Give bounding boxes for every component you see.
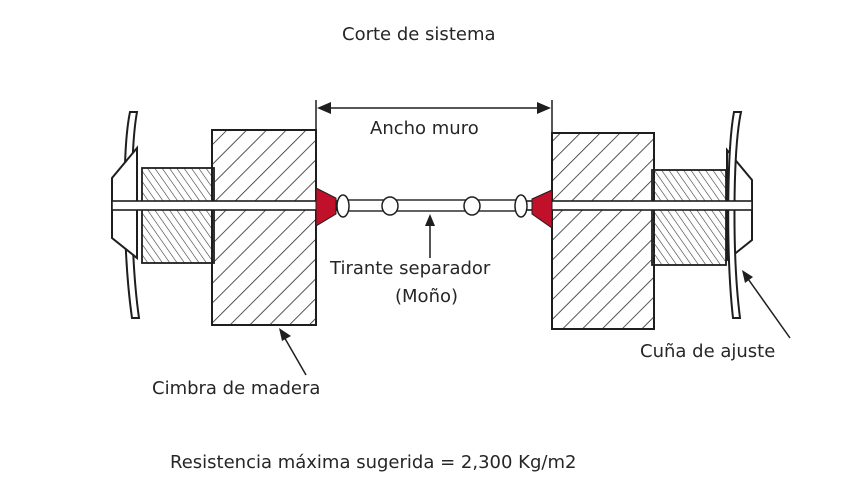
right-cone — [531, 189, 553, 229]
left-wood-block — [141, 167, 215, 264]
tie-rod — [111, 194, 753, 218]
tie-rod-label: Tirante separador — [330, 258, 491, 279]
right-formwork-panel — [551, 132, 655, 330]
left-formwork-panel — [211, 129, 317, 326]
max-resistance-note: Resistencia máxima sugerida = 2,300 Kg/m… — [170, 452, 577, 473]
wall-width-dimension — [315, 100, 553, 180]
formwork-leader-arrow — [279, 328, 307, 376]
wedge-label: Cuña de ajuste — [640, 341, 776, 362]
wall-width-label: Ancho muro — [370, 118, 479, 139]
right-wedge-clamp — [726, 111, 753, 319]
left-wedge-clamp — [111, 111, 141, 319]
wedge-leader-arrow — [742, 270, 791, 339]
tie-rod-sublabel: (Moño) — [395, 286, 459, 307]
right-wood-block — [651, 169, 727, 266]
tie-leader-arrow — [425, 214, 435, 258]
diagram-title: Corte de sistema — [342, 24, 496, 45]
formwork-label: Cimbra de madera — [152, 378, 321, 399]
left-cone — [315, 187, 337, 227]
